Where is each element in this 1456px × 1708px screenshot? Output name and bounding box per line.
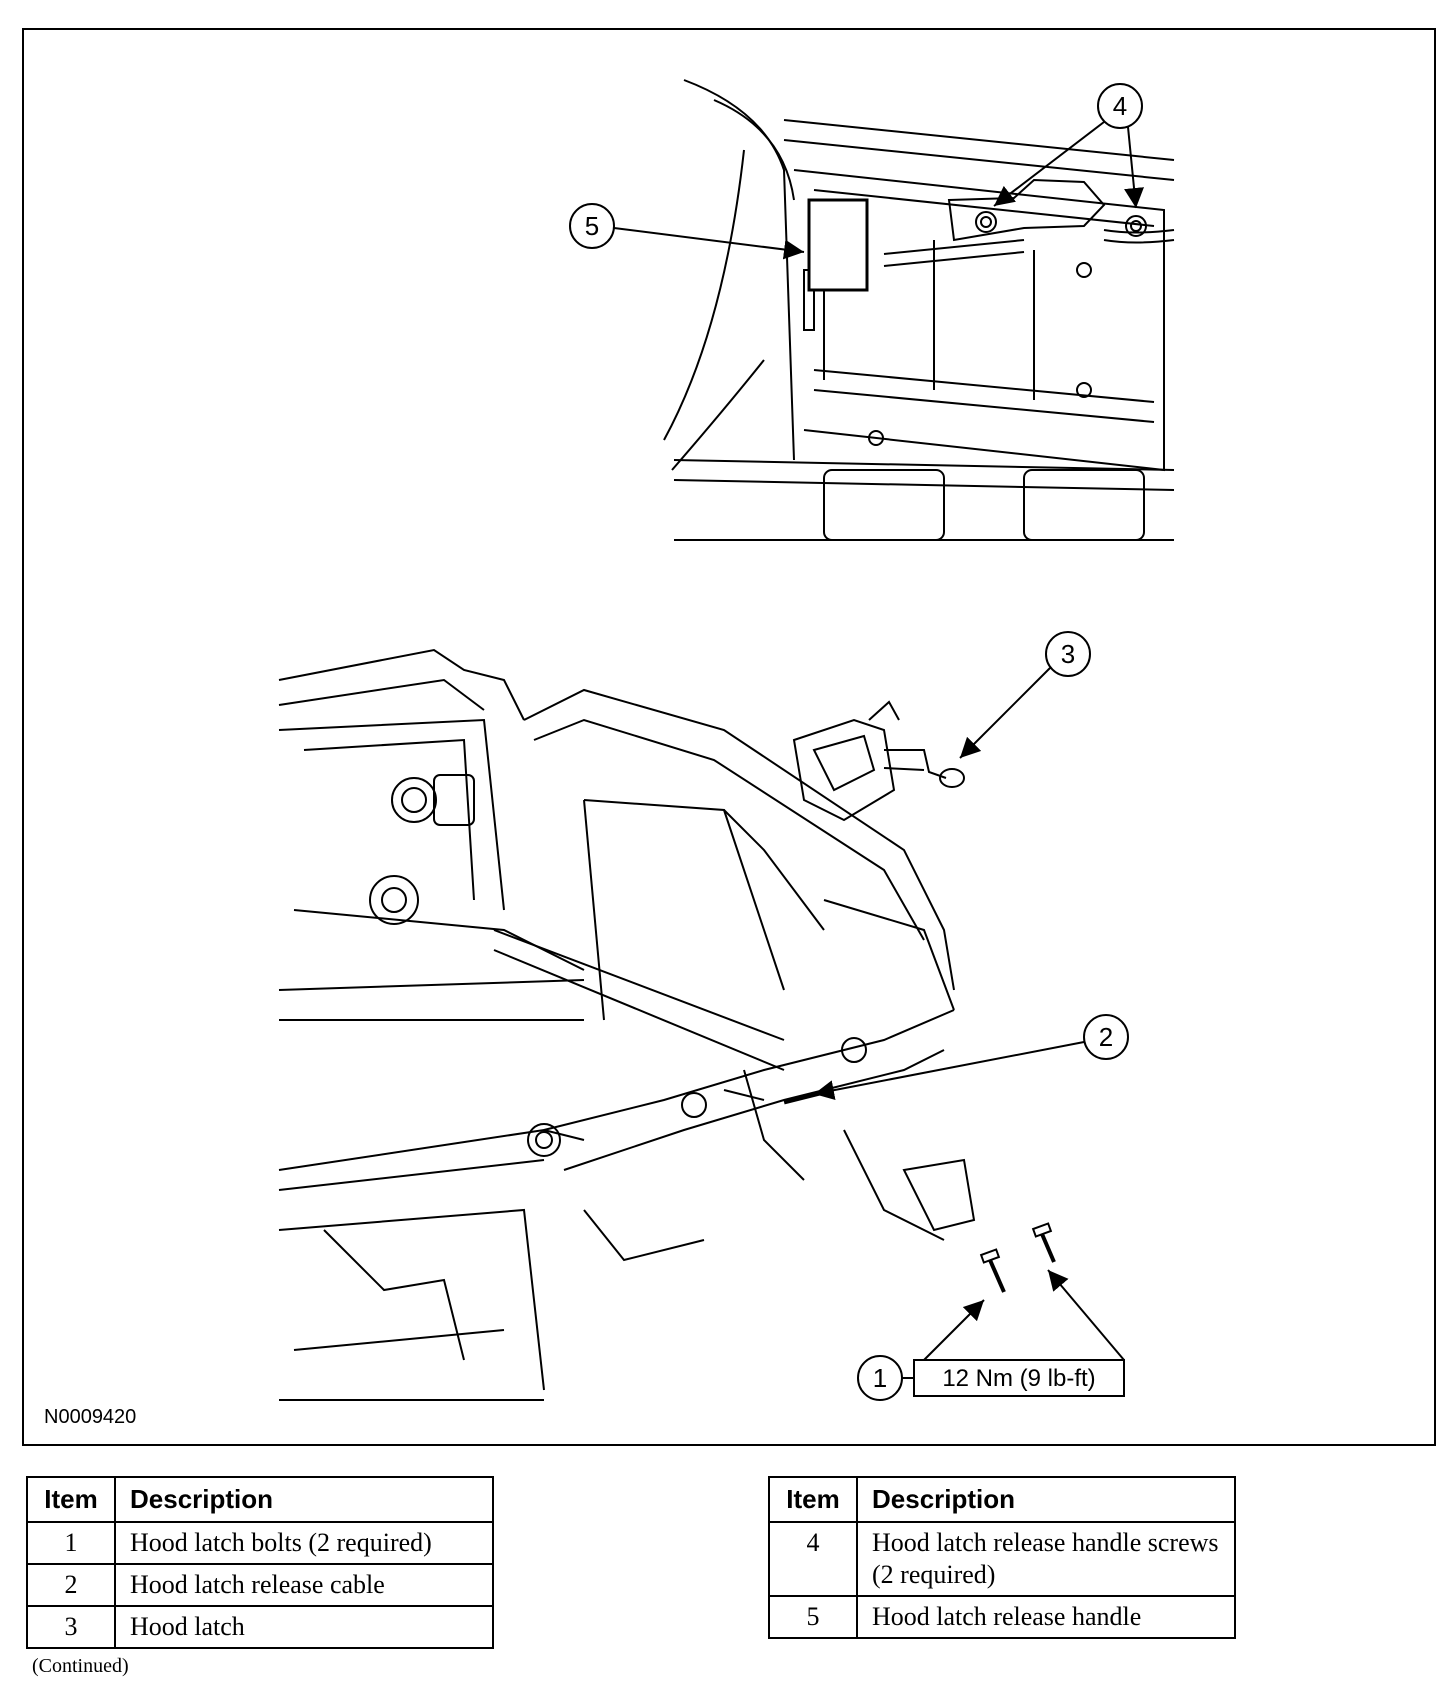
legend-table-left: Item Description 1 Hood latch bolts (2 r… bbox=[26, 1476, 494, 1649]
legend-item-number: 5 bbox=[768, 1595, 858, 1639]
legend-row: 2 Hood latch release cable bbox=[26, 1563, 494, 1607]
legend-header-row: Item Description bbox=[26, 1476, 494, 1523]
hood-latch-handle-drawing bbox=[663, 79, 1175, 541]
callout-2: 2 bbox=[813, 1014, 1129, 1101]
callout-3: 3 bbox=[959, 631, 1091, 759]
continued-note: (Continued) bbox=[32, 1655, 129, 1677]
legend-item-number: 4 bbox=[768, 1521, 858, 1597]
callout-4: 4 bbox=[993, 83, 1144, 209]
legend-header-row: Item Description bbox=[768, 1476, 1236, 1523]
legend-header-description: Description bbox=[114, 1476, 494, 1523]
torque-label: 12 Nm (9 lb-ft) bbox=[942, 1365, 1095, 1392]
legend-row: 5 Hood latch release handle bbox=[768, 1595, 1236, 1639]
bolt-icon bbox=[979, 1222, 1056, 1293]
legend-item-number: 3 bbox=[26, 1605, 116, 1649]
legend-header-item: Item bbox=[768, 1476, 858, 1523]
callout-1: 1 12 Nm (9 lb-ft) bbox=[857, 1269, 1125, 1401]
torque-box bbox=[913, 1359, 1125, 1397]
svg-text:2: 2 bbox=[1099, 1022, 1113, 1052]
legend-header-description: Description bbox=[856, 1476, 1236, 1523]
legend-row: 3 Hood latch bbox=[26, 1605, 494, 1649]
legend-item-number: 2 bbox=[26, 1563, 116, 1607]
legend-item-description: Hood latch release cable bbox=[114, 1563, 494, 1607]
svg-text:5: 5 bbox=[585, 211, 599, 241]
hood-latch-drawing bbox=[792, 700, 965, 822]
legend-item-description: Hood latch bbox=[114, 1605, 494, 1649]
legend-item-description: Hood latch release handle screws (2 requ… bbox=[856, 1521, 1236, 1597]
legend-item-description: Hood latch bolts (2 required) bbox=[114, 1521, 494, 1565]
legend-item-number: 1 bbox=[26, 1521, 116, 1565]
legend-row: 4 Hood latch release handle screws (2 re… bbox=[768, 1521, 1236, 1597]
legend-header-item: Item bbox=[26, 1476, 116, 1523]
svg-text:1: 1 bbox=[873, 1363, 887, 1393]
callout-5: 5 bbox=[569, 203, 805, 260]
exploded-view-drawing: 5 4 3 2 1 12 Nm (9 lb-ft) bbox=[278, 79, 1175, 1401]
legend-item-description: Hood latch release handle bbox=[856, 1595, 1236, 1639]
svg-text:4: 4 bbox=[1113, 91, 1127, 121]
front-frame-drawing bbox=[278, 648, 976, 1401]
legend-row: 1 Hood latch bolts (2 required) bbox=[26, 1521, 494, 1565]
svg-text:3: 3 bbox=[1061, 639, 1075, 669]
figure-frame: 5 4 3 2 1 12 Nm (9 lb-ft) N00 bbox=[22, 28, 1436, 1446]
release-handle-shape bbox=[807, 198, 869, 292]
figure-id: N0009420 bbox=[44, 1406, 137, 1428]
legend-table-right: Item Description 4 Hood latch release ha… bbox=[768, 1476, 1236, 1639]
